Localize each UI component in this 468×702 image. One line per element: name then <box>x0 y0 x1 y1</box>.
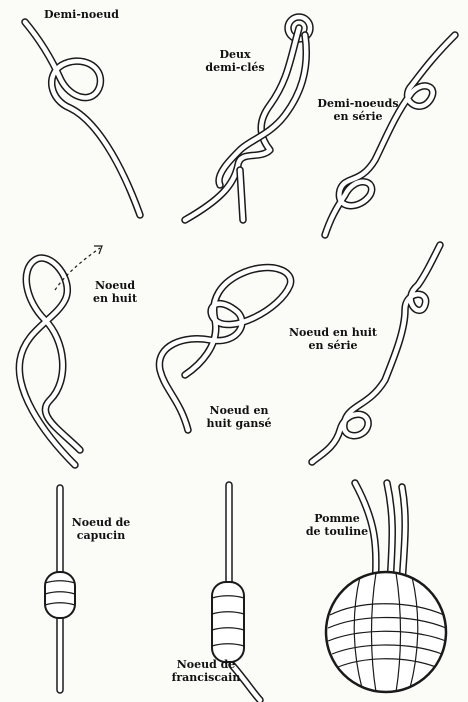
label-demi-noeuds-serie-line2: en série <box>310 110 406 123</box>
overhand-knot-drawing <box>25 22 140 215</box>
label-noeud-en-huit: Noeud en huit <box>85 279 145 305</box>
label-noeud-franciscain-line2: franciscain <box>166 671 246 684</box>
label-deux-demi-cles: Deux demi-clés <box>197 48 273 74</box>
label-noeud-en-huit-line1: Noeud <box>85 279 145 292</box>
label-noeud-huit-ganse-line1: Noeud en <box>199 404 279 417</box>
label-pomme-touline-line1: Pomme <box>297 512 377 525</box>
label-noeud-huit-ganse-line2: huit gansé <box>199 417 279 430</box>
label-noeud-capucin-line2: capucin <box>68 529 134 542</box>
label-pomme-touline-line2: de touline <box>297 525 377 538</box>
label-demi-noeuds-serie-line1: Demi-noeuds <box>310 97 406 110</box>
label-pomme-touline: Pomme de touline <box>297 512 377 538</box>
label-noeud-franciscain: Noeud de franciscain <box>166 658 246 684</box>
label-noeud-huit-serie-line2: en série <box>283 339 383 352</box>
label-noeud-capucin-line1: Noeud de <box>68 516 134 529</box>
label-deux-demi-cles-line1: Deux <box>197 48 273 61</box>
label-demi-noeud-text: Demi-noeud <box>44 8 119 21</box>
label-deux-demi-cles-line2: demi-clés <box>197 61 273 74</box>
figure-eight-series-drawing <box>312 245 440 462</box>
label-noeud-en-huit-line2: en huit <box>85 292 145 305</box>
label-noeud-huit-ganse: Noeud en huit gansé <box>199 404 279 430</box>
label-demi-noeuds-serie: Demi-noeuds en série <box>310 97 406 123</box>
label-noeud-huit-serie: Noeud en huit en série <box>283 326 383 352</box>
label-noeud-huit-serie-line1: Noeud en huit <box>283 326 383 339</box>
label-noeud-capucin: Noeud de capucin <box>68 516 134 542</box>
label-demi-noeud: Demi-noeud <box>44 8 119 21</box>
label-noeud-franciscain-line1: Noeud de <box>166 658 246 671</box>
overhand-series-drawing <box>325 35 455 235</box>
